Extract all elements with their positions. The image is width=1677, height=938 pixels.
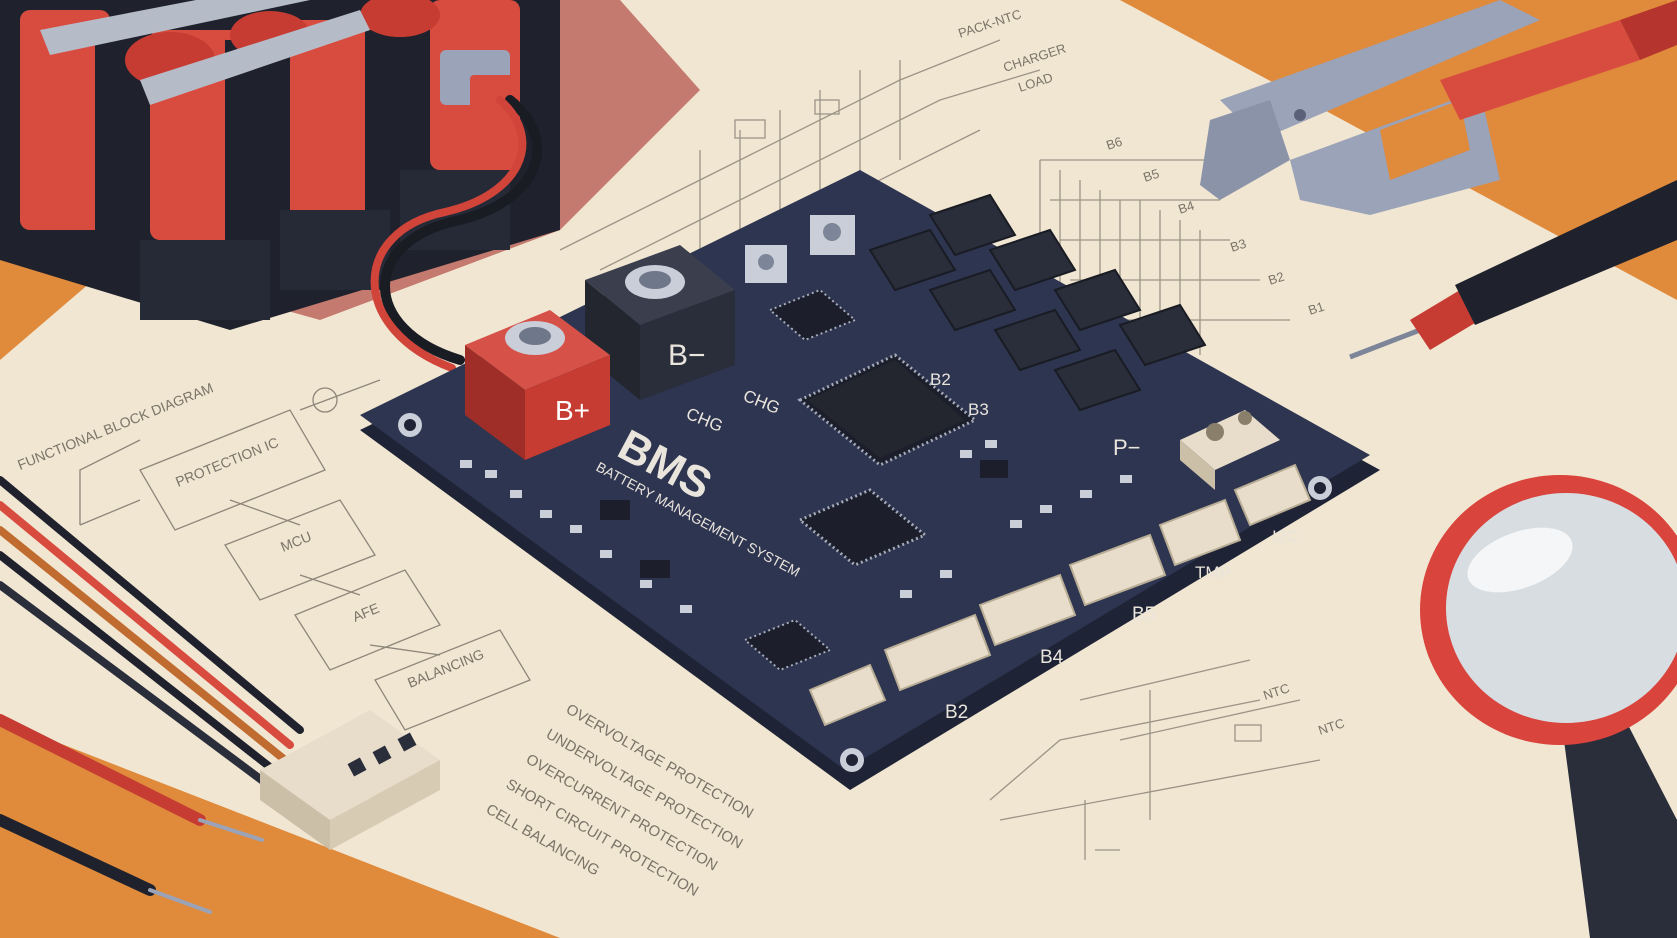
connector-i2c[interactable] <box>1233 463 1312 527</box>
block-balancing <box>374 629 531 731</box>
battery-cable <box>370 95 543 372</box>
terminal-b-plus[interactable]: B+ <box>465 310 610 460</box>
cell-label-b5: B5 <box>1141 166 1161 185</box>
terminal-b-minus-label: B− <box>668 339 706 372</box>
cell-label-b6: B6 <box>1104 134 1124 153</box>
label-b3-top: B3 <box>968 400 989 419</box>
cell-label-b2: B2 <box>1266 269 1286 288</box>
magnifier-icon <box>1420 475 1677 938</box>
connector-b2[interactable] <box>883 613 992 692</box>
block-afe <box>294 569 441 671</box>
protection-ic-chip <box>743 288 857 672</box>
test-leads <box>0 476 304 914</box>
label-tmp: TMP <box>1195 563 1231 582</box>
calipers-icon <box>1200 0 1677 215</box>
label-b5: B5 <box>1132 604 1155 625</box>
connector-b4[interactable] <box>978 573 1077 647</box>
wire-harness-connector <box>260 710 440 850</box>
terminal-b-plus-label: B+ <box>555 395 590 426</box>
cell-label-b4: B4 <box>1176 198 1196 217</box>
connector-b5[interactable] <box>1068 533 1167 607</box>
mcu-chip <box>797 353 978 467</box>
afe-chip <box>797 488 928 567</box>
connector-b1[interactable] <box>808 663 887 727</box>
features-list: OVERVOLTAGE PROTECTION UNDERVOLTAGE PROT… <box>483 701 756 900</box>
mosfet-array <box>868 193 1207 412</box>
cell-label-b3: B3 <box>1228 236 1248 255</box>
block-protection-ic <box>139 409 326 531</box>
block-mcu <box>224 499 376 601</box>
terminal-b-minus[interactable]: B− <box>585 245 735 400</box>
bms-pcb-board: B− B+ <box>360 170 1380 790</box>
small-terminals <box>745 215 855 283</box>
probe-icon <box>1349 180 1677 360</box>
connector-tmp[interactable] <box>1158 498 1242 567</box>
cell-label-b1: B1 <box>1306 299 1326 318</box>
balance-connectors[interactable] <box>808 463 1312 727</box>
label-i2c: I2C <box>1272 527 1298 546</box>
label-b2-bottom: B2 <box>945 702 968 723</box>
label-p-minus: P− <box>1113 435 1141 460</box>
label-b2-top: B2 <box>930 370 951 389</box>
label-b4: B4 <box>1040 647 1064 668</box>
smd-components <box>460 440 1132 613</box>
p-minus-terminal[interactable] <box>1180 410 1280 490</box>
